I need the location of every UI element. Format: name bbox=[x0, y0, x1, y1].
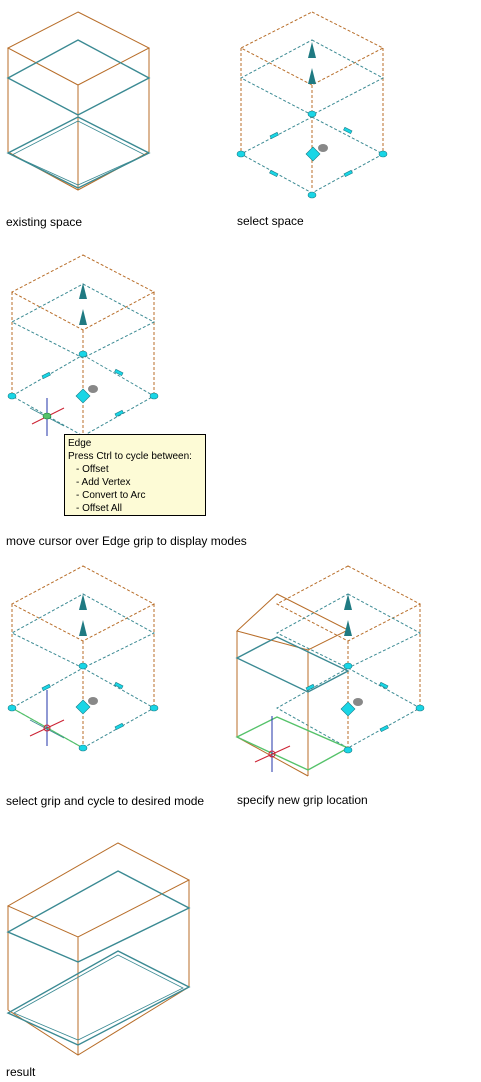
tooltip-item-offset: - Offset bbox=[76, 464, 109, 475]
box-top-face bbox=[6, 11, 151, 86]
space-floor-inner bbox=[11, 120, 146, 186]
figure-select-space bbox=[236, 11, 388, 199]
extended-top bbox=[235, 593, 350, 651]
space-ceiling bbox=[6, 870, 191, 963]
vertex-grip bbox=[378, 150, 388, 158]
extended-ceiling bbox=[235, 636, 350, 693]
edge-grip bbox=[269, 169, 279, 178]
caption-select-grip: select grip and cycle to desired mode bbox=[6, 794, 205, 808]
figure-result bbox=[6, 842, 191, 1056]
tooltip-item-add-vertex: - Add Vertex bbox=[76, 477, 131, 488]
caption-existing-space: existing space bbox=[6, 215, 83, 229]
height-arrow bbox=[308, 68, 316, 84]
tooltip-title: Edge bbox=[68, 438, 92, 449]
box-top-face bbox=[239, 11, 385, 86]
extended-floor bbox=[235, 716, 350, 771]
hovered-edge-grip bbox=[42, 412, 52, 420]
tooltip-item-convert-to-arc: - Convert to Arc bbox=[76, 490, 146, 501]
edge-grip bbox=[343, 169, 353, 178]
caption-select-space: select space bbox=[237, 214, 304, 228]
figure-existing-space bbox=[6, 11, 151, 191]
caption-move-cursor: move cursor over Edge grip to display mo… bbox=[6, 534, 247, 548]
edge-grip bbox=[269, 131, 279, 140]
space-floor bbox=[6, 950, 191, 1046]
caption-specify-location: specify new grip location bbox=[237, 793, 368, 807]
space-ceiling bbox=[6, 39, 151, 116]
caption-result: result bbox=[6, 1065, 36, 1079]
tooltip-item-offset-all: - Offset All bbox=[76, 503, 122, 514]
tooltip-subtitle: Press Ctrl to cycle between: bbox=[68, 451, 192, 462]
box-top-face bbox=[6, 842, 191, 938]
vertex-grip bbox=[307, 110, 317, 118]
vertex-grip bbox=[236, 150, 246, 158]
figure-select-grip bbox=[7, 565, 159, 752]
gray-grip bbox=[318, 144, 328, 152]
space-ceiling bbox=[10, 283, 156, 359]
figure-specify-location bbox=[235, 565, 425, 777]
height-arrow bbox=[308, 42, 316, 58]
edge-grip-tooltip: Edge Press Ctrl to cycle between: - Offs… bbox=[64, 434, 206, 516]
space-floor bbox=[10, 354, 156, 437]
figure-move-cursor bbox=[7, 254, 159, 437]
edge-grip bbox=[343, 126, 353, 135]
vertex-grip bbox=[307, 191, 317, 199]
space-floor bbox=[6, 116, 151, 189]
location-grip bbox=[305, 146, 321, 162]
